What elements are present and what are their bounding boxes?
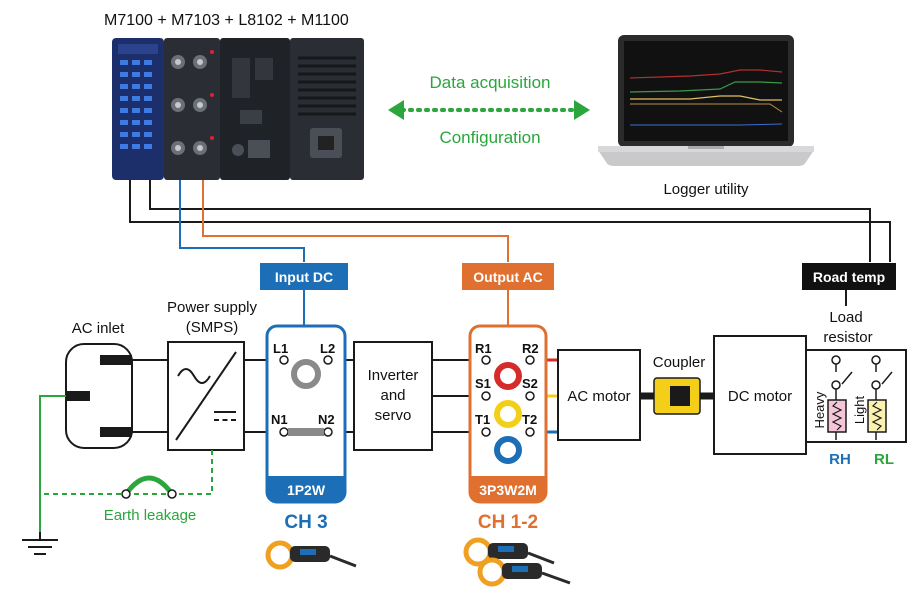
dc-signal-cable [179, 180, 305, 262]
laptop [598, 35, 814, 166]
load-label-1: Load [829, 309, 862, 326]
neutral-bar-icon [288, 428, 324, 436]
temp-cable-1 [129, 180, 891, 262]
device-title: M7100 + M7103 + L8102 + M1100 [104, 12, 349, 29]
input-dc-tag [260, 263, 348, 290]
data-link-arrow [388, 100, 590, 120]
dc-sensor-ring-icon [291, 359, 321, 389]
output-ac-label: Output AC [473, 269, 542, 285]
phase-r-sensor-icon [494, 362, 522, 390]
terminal-s1: S1 [475, 376, 491, 391]
earth-leakage-path [44, 450, 213, 495]
ac-wiring-label: 3P3W2M [479, 482, 537, 498]
data-acquisition-label: Data acquisition [430, 73, 551, 92]
earth-line [39, 395, 66, 540]
terminal-r2: R2 [522, 341, 539, 356]
output-ac-tag [462, 263, 554, 290]
phase-t-sensor-icon [494, 436, 522, 464]
inverter-label-3: servo [375, 407, 412, 424]
inverter-box [353, 341, 433, 451]
laptop-label: Logger utility [663, 181, 749, 198]
load-label-2: resistor [823, 329, 872, 346]
terminal-n1: N1 [271, 412, 288, 427]
leakage-clamp-icon [123, 475, 175, 496]
smps-symbol-icon [175, 351, 237, 441]
ac-clamp-sensor-icon-1 [463, 537, 555, 567]
heavy-label: Heavy [812, 391, 827, 428]
configuration-label: Configuration [439, 128, 540, 147]
dc-motor-box [713, 335, 807, 455]
power-supply-label-1: Power supply [167, 299, 258, 316]
terminal-l1: L1 [273, 341, 288, 356]
terminal-n2: N2 [318, 412, 335, 427]
road-temp-label: Road temp [813, 269, 885, 285]
ac-signal-cable [202, 180, 509, 262]
ac-inlet-label: AC inlet [72, 320, 125, 337]
input-dc-label: Input DC [275, 269, 333, 285]
power-supply-label-2: (SMPS) [186, 319, 239, 336]
ground-icon [22, 532, 58, 555]
load-resistor-box [805, 349, 907, 443]
coupler-icon [653, 377, 701, 415]
ac-motor-box [557, 349, 641, 441]
terminal-s2: S2 [522, 376, 538, 391]
terminal-t2: T2 [522, 412, 537, 427]
temp-cable-2 [149, 180, 871, 262]
terminal-l2: L2 [320, 341, 335, 356]
rh-label: RH [829, 451, 851, 468]
ac-channel-label: CH 1-2 [478, 512, 538, 533]
dc-clamp-sensor-icon [265, 540, 357, 570]
inverter-label-2: and [380, 387, 405, 404]
dc-channel-label: CH 3 [284, 512, 327, 533]
terminal-t1: T1 [475, 412, 490, 427]
road-temp-tag [802, 263, 896, 290]
terminal-r1: R1 [475, 341, 492, 356]
coupler-label: Coupler [653, 354, 706, 371]
dc-wiring-label: 1P2W [287, 482, 326, 498]
rl-label: RL [874, 451, 894, 468]
inverter-label-1: Inverter [368, 367, 419, 384]
logger-hardware [112, 38, 364, 180]
light-label: Light [852, 396, 867, 425]
phase-s-sensor-icon [494, 400, 522, 428]
ac-motor-label: AC motor [567, 388, 630, 405]
dc-motor-label: DC motor [728, 388, 792, 405]
ac-clamp-sensor-icon-2 [477, 557, 571, 587]
earth-leakage-label: Earth leakage [104, 507, 197, 524]
